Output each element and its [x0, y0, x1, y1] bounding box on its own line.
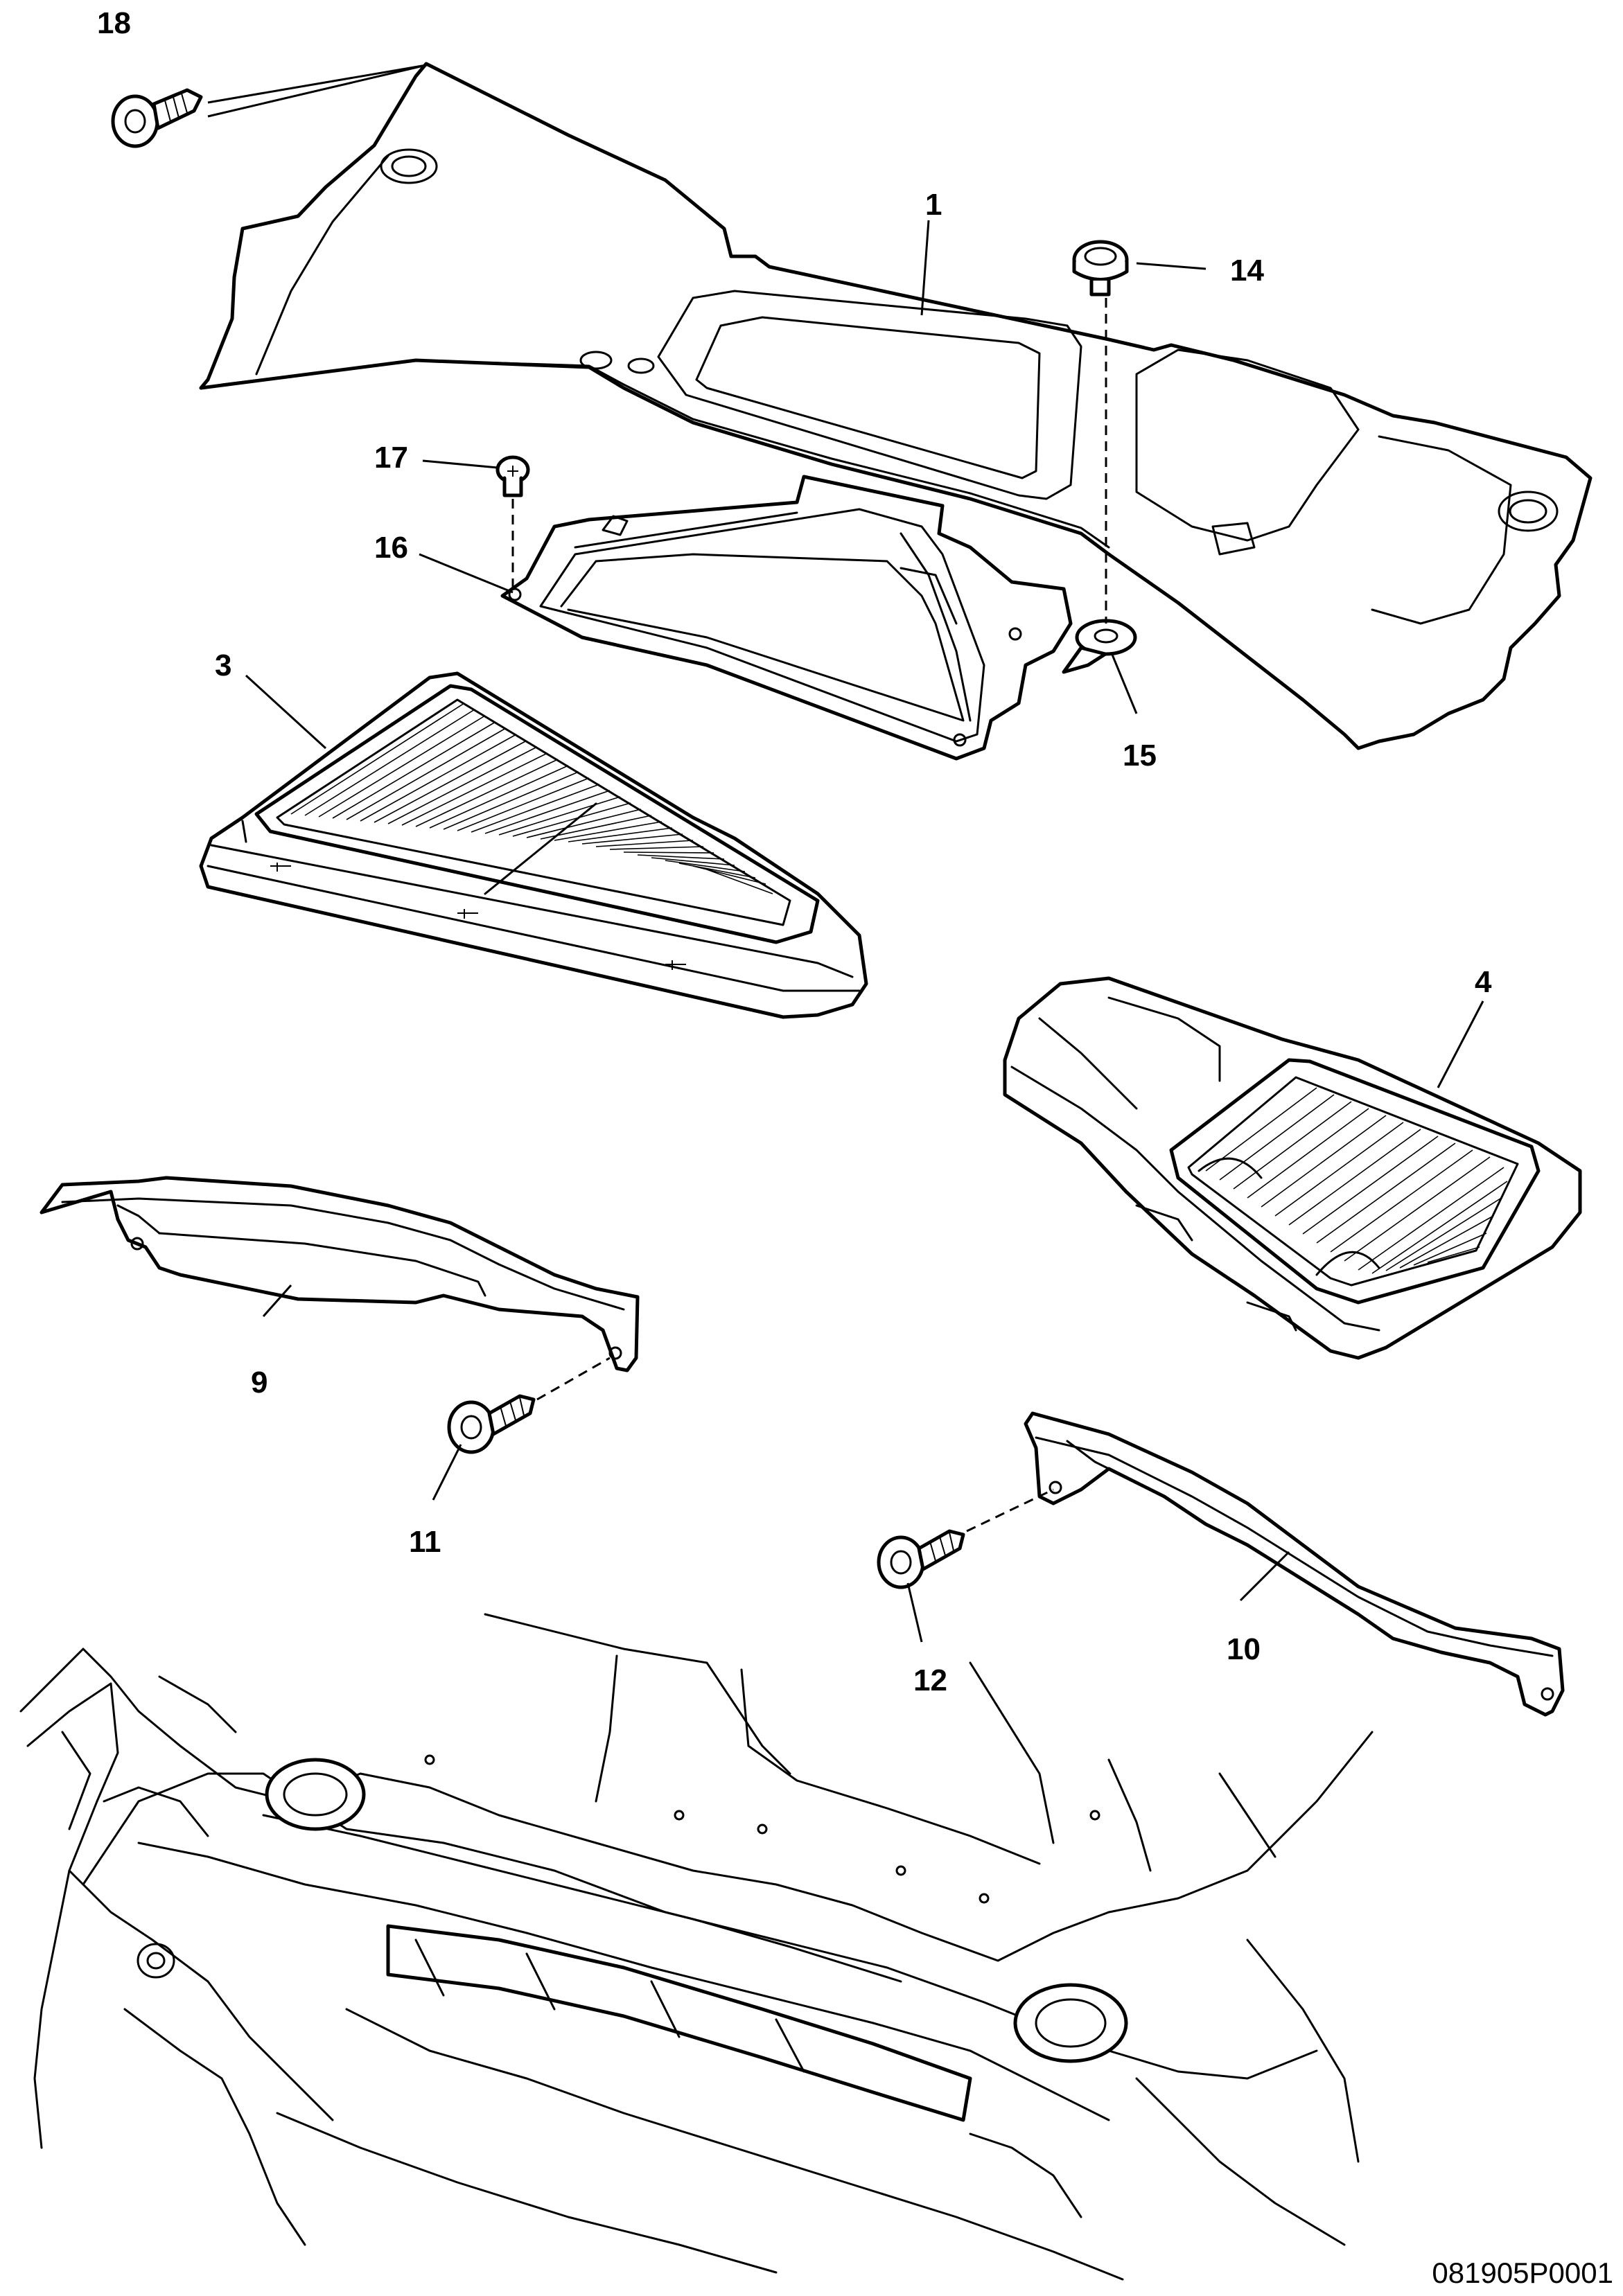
callout-16: 16 [374, 531, 408, 565]
callout-9: 9 [251, 1366, 267, 1399]
callout-3: 3 [215, 648, 231, 682]
screw-11 [447, 1394, 536, 1454]
callout-12: 12 [913, 1663, 947, 1697]
vehicle-body-structure [19, 1613, 1374, 2281]
assembly-line-12 [966, 1488, 1054, 1533]
clip-14 [1072, 240, 1129, 297]
filter-pleats-right [1205, 1087, 1508, 1274]
filter-pleats [290, 703, 773, 895]
callout-1: 1 [925, 188, 942, 222]
screw-17 [495, 455, 530, 497]
bracket-frame [500, 475, 1073, 761]
cowl-top-panel [199, 62, 1593, 750]
screw-12 [877, 1529, 965, 1589]
callout-11: 11 [409, 1525, 441, 1559]
grommet-15 [1062, 619, 1137, 674]
callout-17: 17 [374, 441, 408, 475]
callout-15: 15 [1123, 739, 1157, 772]
trim-strip-left [40, 1176, 640, 1372]
reference-code: 081905P0001 [1432, 2257, 1613, 2289]
trim-strip-right [1024, 1411, 1565, 1717]
callout-18: 18 [97, 6, 131, 40]
callout-10: 10 [1227, 1632, 1261, 1666]
screw-18 [111, 88, 203, 148]
callout-14: 14 [1230, 254, 1264, 288]
leader-lines [207, 64, 1484, 1643]
air-filter-housing [199, 671, 868, 1019]
callout-4: 4 [1475, 965, 1492, 999]
air-filter-cover [1003, 976, 1582, 1360]
assembly-line-11 [536, 1357, 611, 1401]
